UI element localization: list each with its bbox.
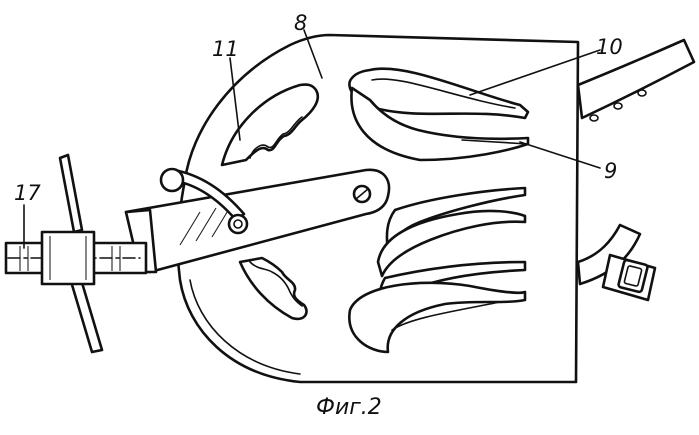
label-slot: 11 <box>212 37 239 61</box>
label-clip: 9 <box>604 159 617 183</box>
pin-hole <box>229 215 247 233</box>
strap-hole <box>638 90 646 96</box>
crossbar-handle <box>42 155 102 352</box>
label-plate: 8 <box>294 11 307 35</box>
label-shaft: 17 <box>14 181 41 205</box>
strap-hole <box>614 103 622 109</box>
figure-caption: Фиг.2 <box>316 395 382 420</box>
buckle <box>618 260 648 293</box>
knob <box>161 169 183 191</box>
strap-bottom <box>578 225 655 300</box>
label-spring: 10 <box>596 35 623 59</box>
strap-hole <box>590 115 598 121</box>
